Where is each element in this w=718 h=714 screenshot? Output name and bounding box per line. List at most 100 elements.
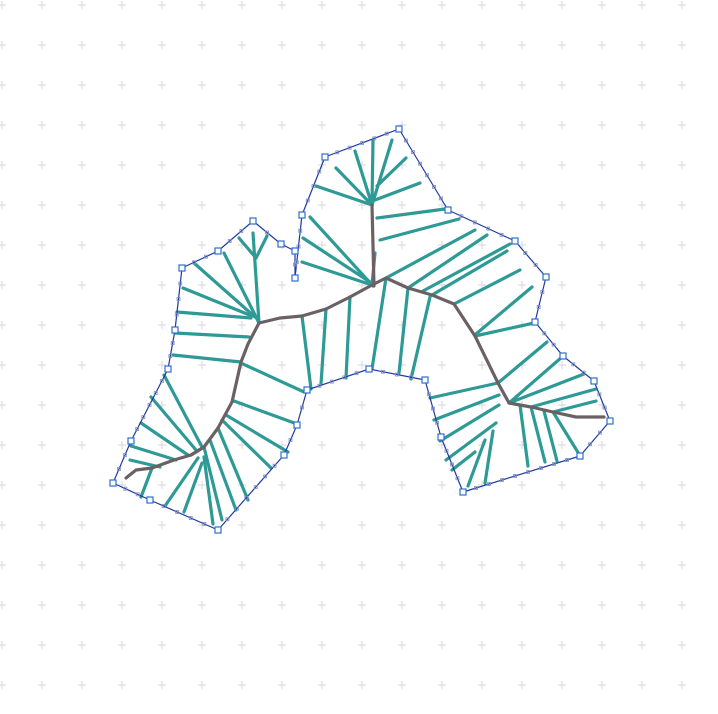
grid-mark xyxy=(78,641,86,649)
vertex-handle[interactable] xyxy=(164,365,172,373)
edge-tick xyxy=(552,462,556,466)
grid-mark xyxy=(38,481,46,489)
edge-tick xyxy=(354,371,359,376)
grid-mark xyxy=(198,681,206,689)
grid-mark xyxy=(278,81,286,89)
grid-mark xyxy=(398,41,406,49)
grid-mark xyxy=(238,161,246,169)
vertex-handle[interactable] xyxy=(576,452,584,460)
vertex-handle[interactable] xyxy=(542,273,550,281)
grid-mark xyxy=(318,241,326,249)
vertex-handle[interactable] xyxy=(459,488,467,496)
vertex-handle[interactable] xyxy=(303,386,311,394)
vertex-handle[interactable] xyxy=(146,496,154,504)
vertex-handle[interactable] xyxy=(109,479,117,487)
vertex-handle[interactable] xyxy=(291,247,299,255)
vertex-handle[interactable] xyxy=(298,211,306,219)
grid-mark xyxy=(238,441,246,449)
vertex-handle[interactable] xyxy=(127,437,135,445)
grid-mark xyxy=(638,41,646,49)
vertex-handle[interactable] xyxy=(421,376,429,384)
edge-tick xyxy=(455,476,460,481)
grid-mark xyxy=(518,201,526,209)
skeleton-ribs xyxy=(128,138,598,526)
grid-mark xyxy=(318,121,326,129)
edge-tick xyxy=(239,229,244,233)
vertex-handle[interactable] xyxy=(365,365,373,373)
vertex-handle[interactable] xyxy=(280,451,288,459)
skeleton-rib xyxy=(406,233,489,290)
vertex-handle[interactable] xyxy=(214,247,222,255)
grid-mark xyxy=(558,441,566,449)
edge-tick xyxy=(288,438,293,442)
grid-mark xyxy=(278,641,286,649)
vertex-handle[interactable] xyxy=(178,264,186,272)
skeleton-rib xyxy=(202,445,224,522)
edge-tick xyxy=(170,341,175,345)
grid-mark xyxy=(478,121,486,129)
grid-mark xyxy=(78,521,86,529)
vertex-handle[interactable] xyxy=(291,274,299,282)
skeleton-rib xyxy=(237,236,258,260)
grid-mark xyxy=(158,601,166,609)
grid-mark xyxy=(0,641,6,649)
grid-mark xyxy=(278,681,286,689)
grid-mark xyxy=(198,481,206,489)
skeleton-rib xyxy=(507,372,586,405)
grid-mark xyxy=(38,241,46,249)
grid-mark xyxy=(518,481,526,489)
vertex-handle[interactable] xyxy=(437,433,445,441)
vertex-handle[interactable] xyxy=(444,206,452,214)
grid-mark xyxy=(558,121,566,129)
grid-mark xyxy=(78,481,86,489)
skeleton-rib xyxy=(370,138,394,207)
grid-mark xyxy=(438,641,446,649)
polygon-outline xyxy=(112,128,611,531)
grid-mark xyxy=(0,401,6,409)
grid-mark xyxy=(38,321,46,329)
vertex-handle[interactable] xyxy=(214,526,222,534)
vertex-handle[interactable] xyxy=(511,237,519,245)
grid-mark xyxy=(478,521,486,529)
grid-mark xyxy=(438,681,446,689)
edge-tick xyxy=(147,403,152,407)
skeleton-rib xyxy=(353,149,374,207)
skeleton-rib xyxy=(496,340,549,385)
edge-tick xyxy=(395,372,399,377)
grid-mark xyxy=(78,441,86,449)
skeleton-rib xyxy=(375,156,408,188)
grid-mark xyxy=(318,281,326,289)
vertex-handle[interactable] xyxy=(559,352,567,360)
grid-mark xyxy=(438,161,446,169)
vertex-handle[interactable] xyxy=(321,153,329,161)
grid-mark xyxy=(478,561,486,569)
grid-mark xyxy=(678,441,686,449)
edge-tick xyxy=(225,517,230,522)
grid-mark xyxy=(678,161,686,169)
edge-tick xyxy=(435,420,439,425)
grid-mark xyxy=(478,681,486,689)
vertex-handle[interactable] xyxy=(590,377,598,385)
vertex-handle[interactable] xyxy=(249,217,257,225)
grid-mark xyxy=(518,241,526,249)
grid-mark xyxy=(118,321,126,329)
vertex-handle[interactable] xyxy=(171,326,179,334)
grid-mark xyxy=(558,81,566,89)
grid-mark xyxy=(398,201,406,209)
grid-mark xyxy=(38,681,46,689)
grid-mark xyxy=(558,401,566,409)
vertex-handle[interactable] xyxy=(531,318,539,326)
vertex-handles[interactable] xyxy=(109,125,614,534)
edge-tick xyxy=(427,392,431,397)
vertex-handle[interactable] xyxy=(293,421,301,429)
edge-tick xyxy=(263,474,268,479)
vertex-handle[interactable] xyxy=(606,417,614,425)
grid-mark xyxy=(478,361,486,369)
vertex-handle[interactable] xyxy=(395,125,403,133)
grid-mark xyxy=(598,81,606,89)
vertex-handle[interactable] xyxy=(277,240,285,248)
grid-mark xyxy=(678,201,686,209)
grid-mark xyxy=(198,41,206,49)
grid-mark xyxy=(78,81,86,89)
